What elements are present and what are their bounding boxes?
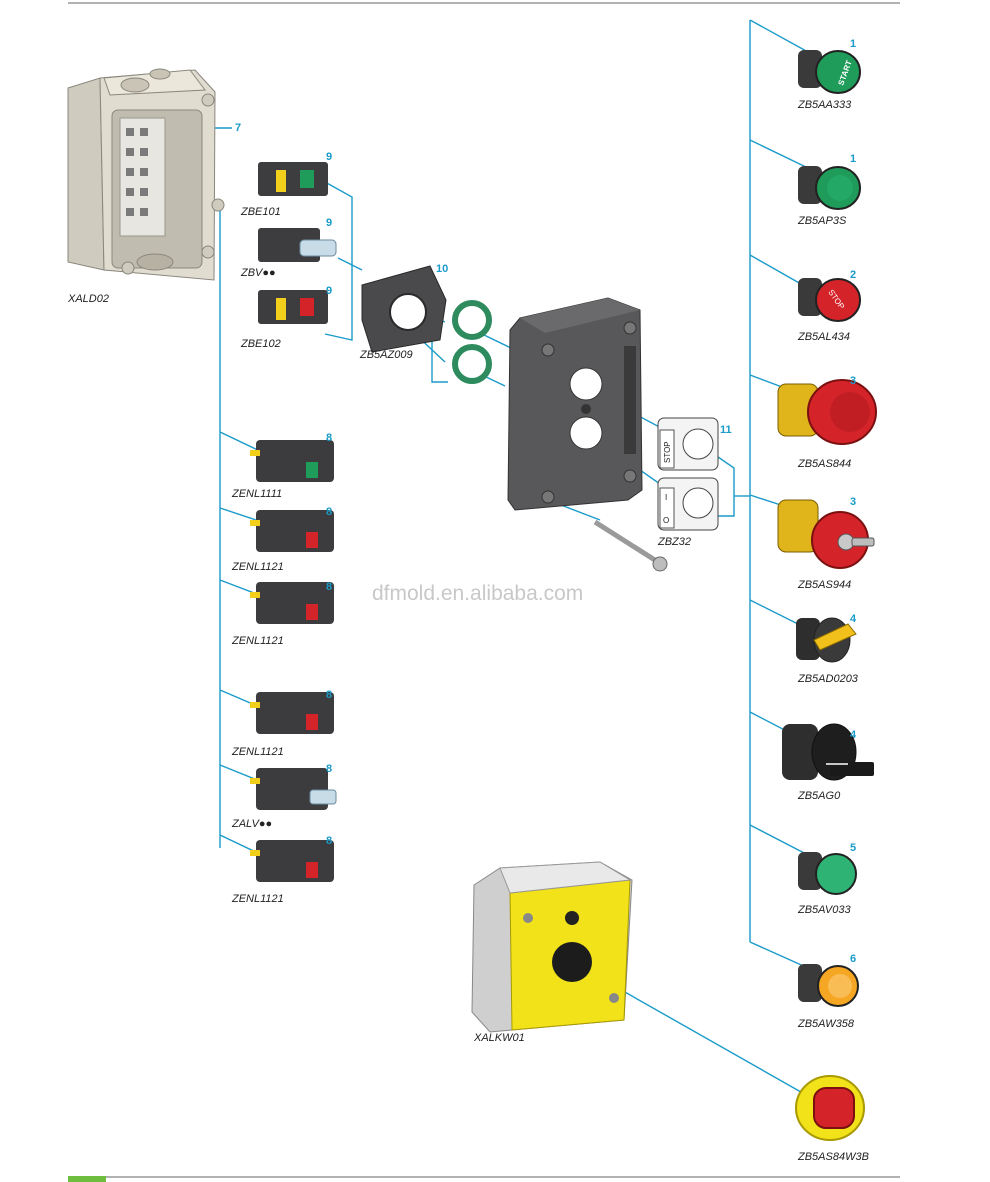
zb5as844-emergency-stop (777, 379, 877, 445)
item-number-3-b: 3 (850, 496, 856, 508)
zbz32-legend-plates: STOP O I (657, 417, 719, 531)
item-number-8-d: 8 (326, 689, 332, 701)
item-number-10: 10 (436, 263, 448, 275)
fixing-screw (593, 519, 668, 572)
item-number-7: 7 (235, 122, 241, 134)
label-zbe101: ZBE101 (240, 206, 281, 218)
item-number-8-e: 8 (326, 763, 332, 775)
zenl1121-block-c (250, 692, 334, 734)
zenl1111-block (250, 440, 334, 482)
zb5ap3s-green-button (798, 166, 861, 210)
label-zb5ad0203: ZB5AD0203 (797, 673, 859, 685)
item-number-8-a: 8 (326, 432, 332, 444)
label-zalv: ZALV●● (231, 818, 272, 830)
zb5aw358-orange-button (798, 964, 859, 1007)
zb5av033-pilot-light-green (798, 852, 857, 895)
label-zenl1111: ZENL1111 (231, 488, 282, 500)
item-number-9-a: 9 (326, 151, 332, 163)
watermark: dfmold.en.alibaba.com (372, 582, 583, 605)
item-number-2: 2 (850, 269, 856, 281)
zb5aa333-start-button: START (798, 50, 861, 94)
zenl1121-block-b (250, 582, 334, 624)
item-number-8-b: 8 (326, 506, 332, 518)
item-number-1-b: 1 (850, 153, 856, 165)
item-number-8-c: 8 (326, 581, 332, 593)
item-number-4-a: 4 (850, 613, 857, 625)
xalkw01-yellow-box (471, 861, 633, 1033)
zbv-light-block (258, 228, 337, 262)
label-zb5al434: ZB5AL434 (797, 331, 850, 343)
label-zbz32: ZBZ32 (657, 536, 691, 548)
xald02-enclosure (67, 68, 225, 281)
green-tightening-rings (452, 300, 492, 384)
zalv-light-block (250, 768, 337, 810)
label-zb5az009: ZB5AZ009 (359, 349, 413, 361)
legend-o-text: O (663, 516, 669, 525)
zb5as944-key-emergency-stop (777, 499, 875, 569)
item-number-5: 5 (850, 842, 856, 854)
label-zb5as944: ZB5AS944 (797, 579, 851, 591)
item-number-11: 11 (720, 424, 732, 436)
zbe101-contact-block (258, 162, 328, 196)
label-xald02: XALD02 (67, 293, 109, 305)
zb5as84w3b-yellow-bezel-button (795, 1075, 865, 1141)
label-zb5ap3s: ZB5AP3S (797, 215, 847, 227)
bottom-tab (68, 1176, 106, 1182)
leader-lines (130, 19, 816, 1101)
zb5az009-fixing-collar (361, 265, 447, 353)
item-number-4-b: 4 (850, 729, 857, 741)
label-zb5aw358: ZB5AW358 (797, 1018, 855, 1030)
label-zenl1121-c: ZENL1121 (231, 746, 284, 758)
label-zenl1121-d: ZENL1121 (231, 893, 284, 905)
item-number-3-a: 3 (850, 375, 856, 387)
zenl1121-block-d (250, 840, 334, 882)
zbe102-contact-block (258, 290, 328, 324)
zb5ad0203-selector-switch (796, 617, 857, 663)
item-number-6: 6 (850, 953, 856, 965)
label-zb5aa333: ZB5AA333 (797, 99, 852, 111)
zb5al434-stop-button: STOP (798, 278, 861, 322)
label-zbv: ZBV●● (240, 267, 276, 279)
legend-i-text: I (665, 493, 667, 502)
label-zb5ag0: ZB5AG0 (797, 790, 841, 802)
label-zb5as844: ZB5AS844 (797, 458, 851, 470)
item-number-9-c: 9 (326, 285, 332, 297)
legend-stop-text: STOP (663, 441, 672, 463)
item-number-1-a: 1 (850, 38, 856, 50)
label-zenl1121-a: ZENL1121 (231, 561, 284, 573)
label-zenl1121-b: ZENL1121 (231, 635, 284, 647)
label-zb5av033: ZB5AV033 (797, 904, 851, 916)
zenl1121-block-a (250, 510, 334, 552)
item-number-8-f: 8 (326, 835, 332, 847)
item-number-9-b: 9 (326, 217, 332, 229)
grey-two-hole-box (507, 297, 643, 511)
label-zb5as84w3b: ZB5AS84W3B (797, 1151, 869, 1163)
label-xalkw01: XALKW01 (473, 1032, 525, 1044)
label-zbe102: ZBE102 (240, 338, 281, 350)
zb5ag0-key-switch (782, 723, 874, 781)
